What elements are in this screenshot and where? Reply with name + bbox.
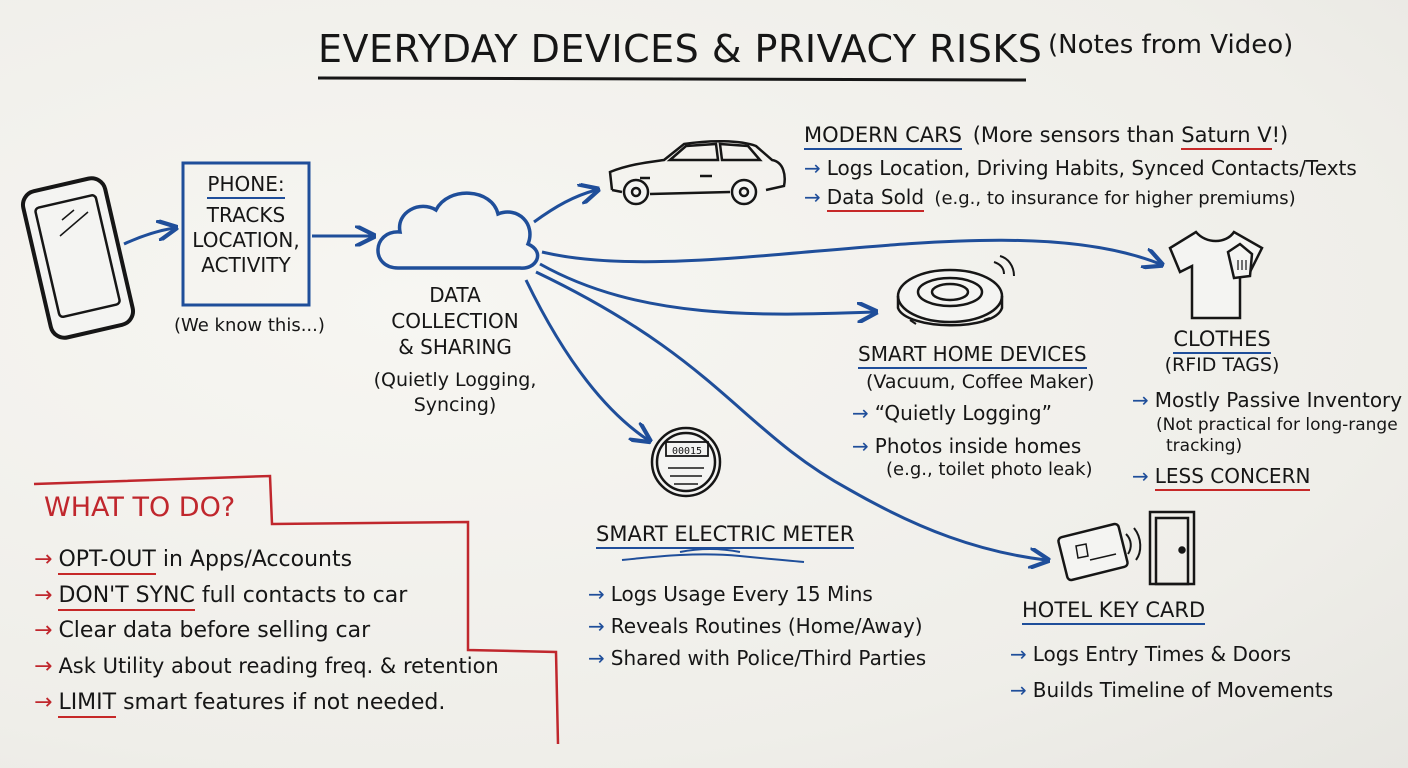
page-title: EVERYDAY DEVICES & PRIVACY RISKS (318, 27, 1043, 71)
car-icon (608, 139, 786, 206)
smarthome-note: (e.g., toilet photo leak) (886, 458, 1093, 480)
door-icon (1148, 510, 1196, 586)
todo-item-1: →OPT-OUT in Apps/Accounts (34, 542, 499, 578)
meter-heading: SMART ELECTRIC METER (596, 522, 855, 549)
phone-box-text: PHONE: TRACKS LOCATION, ACTIVITY (183, 172, 309, 278)
todo-item-5-highlight: LIMIT (58, 689, 117, 718)
todo-item-2-highlight: DON'T SYNC (58, 582, 195, 611)
todo-item-1-text: in Apps/Accounts (162, 547, 353, 572)
meter-display: 00015 (672, 446, 702, 457)
todo-heading: WHAT TO DO? (44, 492, 236, 523)
hotel-heading-wrap: HOTEL KEY CARD (1022, 598, 1206, 625)
page-subtitle: (Notes from Video) (1048, 30, 1294, 60)
todo-border (33, 474, 560, 745)
cars-aside-highlight: Saturn V (1181, 123, 1272, 150)
todo-item-5: →LIMIT smart features if not needed. (34, 685, 499, 721)
smarthome-bullet-1: “Quietly Logging” (874, 400, 1052, 425)
cars-aside-post: !) (1271, 123, 1289, 147)
clothes-note-2: tracking) (1166, 436, 1243, 457)
smarthome-section: SMART HOME DEVICES (Vacuum, Coffee Maker… (852, 342, 1095, 480)
clothes-heading-block: CLOTHES (RFID TAGS) (1152, 326, 1292, 378)
clothes-bullets: →Mostly Passive Inventory (Not practical… (1132, 388, 1403, 491)
smarthome-sub: (Vacuum, Coffee Maker) (866, 371, 1095, 393)
phone-box (181, 161, 311, 307)
hotel-bullet-2: Builds Timeline of Movements (1032, 678, 1334, 702)
phone-icon (20, 176, 136, 340)
hotel-heading: HOTEL KEY CARD (1022, 598, 1206, 625)
meter-scribble (621, 548, 805, 563)
phone-line-3: ACTIVITY (201, 253, 291, 277)
todo-item-5-text: smart features if not needed. (123, 689, 446, 715)
phone-note: (We know this...) (174, 315, 325, 336)
hotel-bullets: →Logs Entry Times & Doors →Builds Timeli… (1010, 642, 1334, 702)
electric-meter-icon (650, 426, 722, 498)
cloud-line-1: DATA (429, 283, 481, 307)
todo-item-3-text: Clear data before selling car (58, 618, 371, 644)
cloud-note-1: (Quietly Logging, (373, 369, 537, 391)
cars-section: MODERN CARS (More sensors than Saturn V!… (804, 122, 1357, 213)
todo-item-1-highlight: OPT-OUT (58, 547, 156, 575)
phone-heading: PHONE: (207, 172, 285, 199)
tshirt-icon (1168, 230, 1264, 320)
cloud-icon (376, 191, 540, 270)
phone-line-2: LOCATION, (192, 228, 300, 252)
hotel-bullet-1: Logs Entry Times & Doors (1032, 642, 1292, 666)
title-underline (317, 76, 1027, 82)
clothes-bullet-2: LESS CONCERN (1154, 463, 1311, 491)
todo-item-4: →Ask Utility about reading freq. & reten… (34, 653, 499, 679)
robot-vacuum-icon (896, 255, 1015, 327)
meter-bullet-3: Shared with Police/Third Parties (610, 646, 927, 670)
cloud-note-2: Syncing) (413, 393, 497, 416)
meter-bullet-2: Reveals Routines (Home/Away) (610, 614, 923, 638)
phone-line-1: TRACKS (206, 203, 286, 227)
todo-list: →OPT-OUT in Apps/Accounts →DON'T SYNC fu… (34, 542, 499, 720)
meter-bullet-1: Logs Usage Every 15 Mins (610, 582, 873, 606)
cloud-text: DATA COLLECTION & SHARING (Quietly Loggi… (370, 282, 540, 417)
cars-bullet-2-rest: (e.g., to insurance for higher premiums) (934, 188, 1296, 210)
clothes-heading: CLOTHES (1173, 327, 1271, 354)
clothes-sub: (RFID TAGS) (1164, 354, 1280, 377)
todo-item-4-text: Ask Utility about reading freq. & retent… (58, 653, 499, 678)
todo-item-3: →Clear data before selling car (34, 618, 371, 644)
clothes-note-1: (Not practical for long-range (1156, 415, 1398, 435)
meter-bullets: →Logs Usage Every 15 Mins →Reveals Routi… (588, 582, 927, 670)
smarthome-heading: SMART HOME DEVICES (858, 342, 1087, 369)
smarthome-bullet-2: Photos inside homes (874, 433, 1082, 458)
cars-heading: MODERN CARS (804, 123, 963, 150)
key-card-icon (1057, 522, 1142, 582)
cars-bullet-1: Logs Location, Driving Habits, Synced Co… (826, 156, 1357, 181)
todo-item-2: →DON'T SYNC full contacts to car (34, 578, 499, 614)
meter-heading-wrap: SMART ELECTRIC METER (596, 522, 855, 549)
cloud-line-3: & SHARING (398, 335, 512, 359)
cars-bullet-2-highlight: Data Sold (826, 185, 925, 213)
clothes-bullet-1: Mostly Passive Inventory (1154, 388, 1403, 412)
cars-aside-pre: (More sensors than (972, 123, 1182, 147)
cloud-line-2: COLLECTION (391, 309, 519, 333)
todo-item-2-text: full contacts to car (201, 582, 408, 608)
